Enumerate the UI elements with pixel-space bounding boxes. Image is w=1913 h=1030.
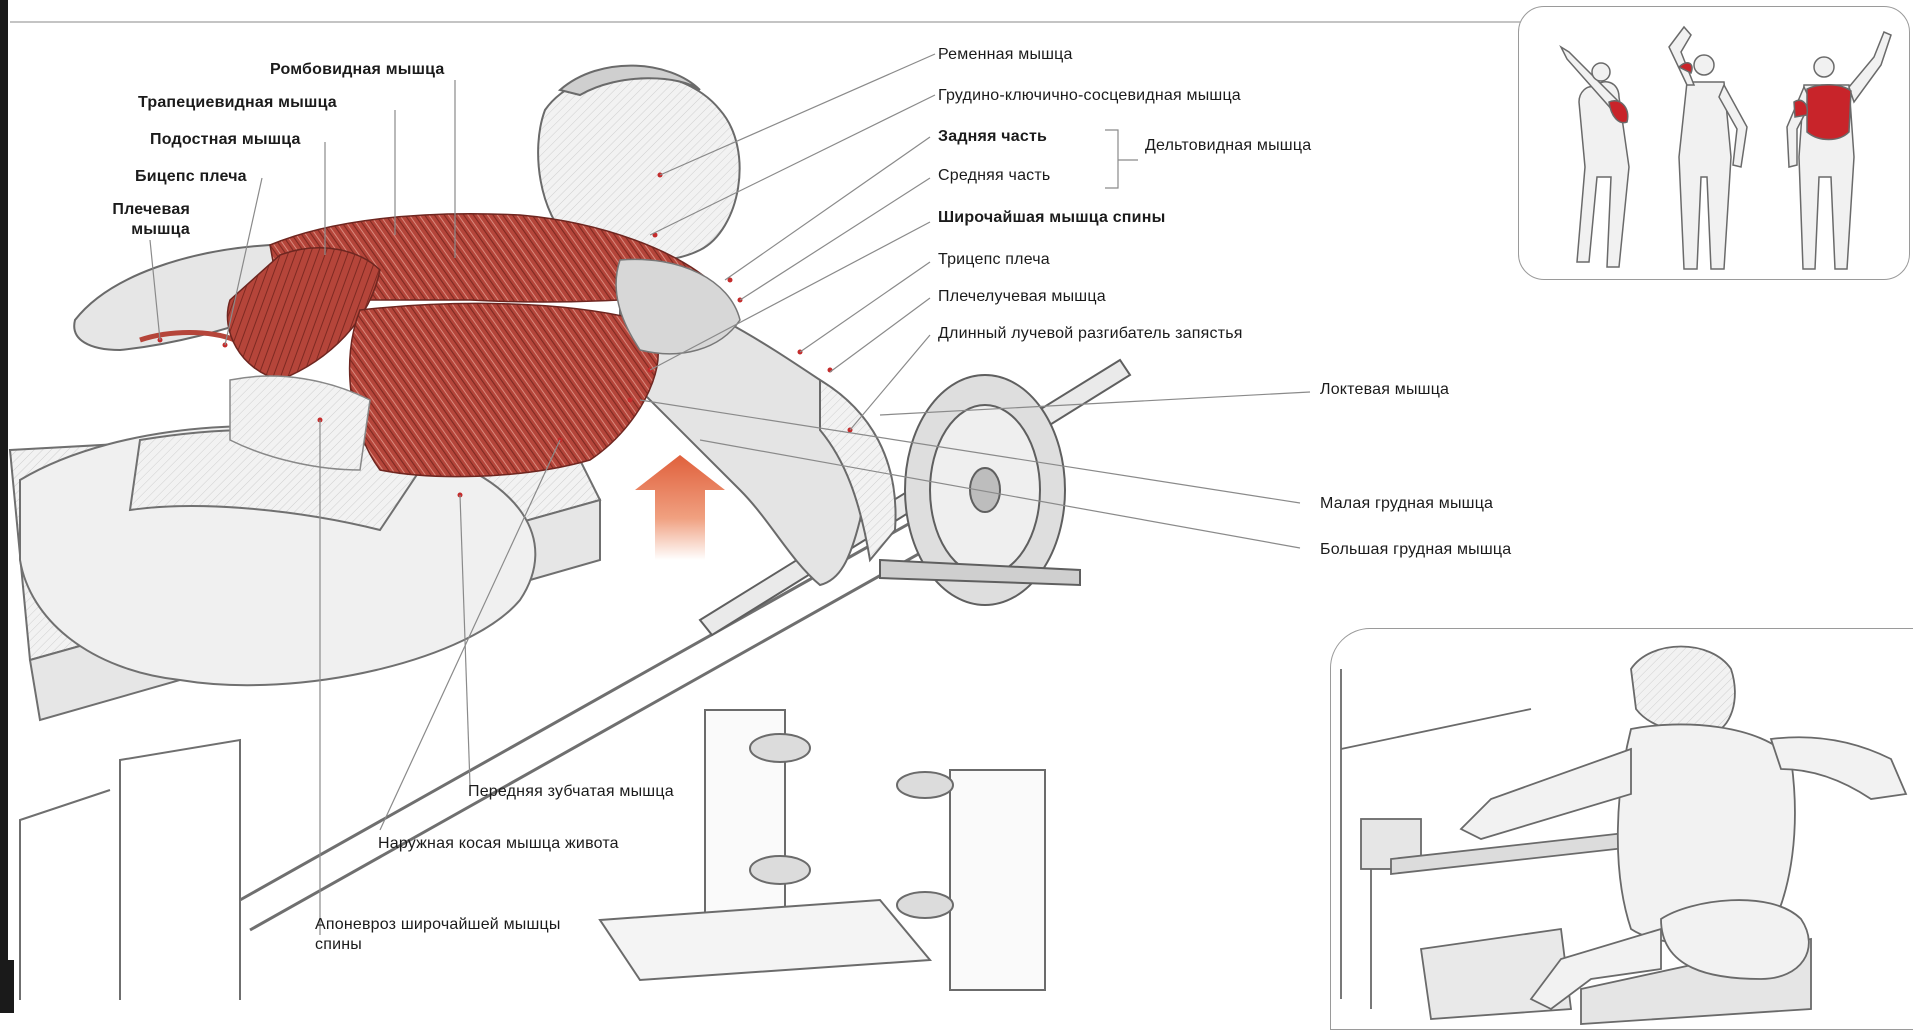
label-extensor-carpi: Длинный лучевой разгибатель запястья [938,324,1243,344]
label-deltoid-posterior: Задняя часть [938,127,1047,147]
label-external-oblique: Наружная косая мышца живота [378,834,638,854]
label-anconeus: Локтевая мышца [1320,380,1449,400]
label-deltoid-middle: Средняя часть [938,166,1050,186]
figure-front [1679,82,1731,269]
label-trapezius: Трапециевидная мышца [138,93,337,113]
label-rhomboid: Ромбовидная мышца [270,60,444,80]
label-sternocleidomastoid: Грудино-ключично-сосцевидная мышца [938,86,1241,106]
seated-row-figure [1331,629,1913,1029]
label-brachioradialis: Плечелучевая мышца [938,287,1106,307]
inset-figures [1519,7,1909,279]
inset-muscle-overview [1518,6,1910,280]
label-latissimus: Широчайшая мышца спины [938,208,1165,228]
lift-direction-arrow [635,455,725,560]
label-pectoralis-minor: Малая грудная мышца [1320,494,1493,514]
label-pectoralis-major: Большая грудная мышца [1320,540,1511,560]
woman-hair [1631,647,1735,735]
inset-seated-row [1330,628,1913,1030]
label-triceps: Трицепс плеча [938,250,1050,270]
latissimus-muscle [350,303,659,476]
label-infraspinatus: Подостная мышца [150,130,301,150]
label-brachialis: Плечевая мышца [70,200,190,240]
label-biceps: Бицепс плеча [135,167,247,187]
label-lat-aponeurosis: Апоневроз широчайшей мышцы спины [315,915,575,955]
label-splenius: Ременная мышца [938,45,1073,65]
back-muscles [227,214,740,477]
rack-uprights [600,710,1045,990]
label-serratus-anterior: Передняя зубчатая мышца [468,782,698,802]
deltoid-muscle [616,259,740,353]
label-deltoid: Дельтовидная мышца [1145,136,1315,156]
